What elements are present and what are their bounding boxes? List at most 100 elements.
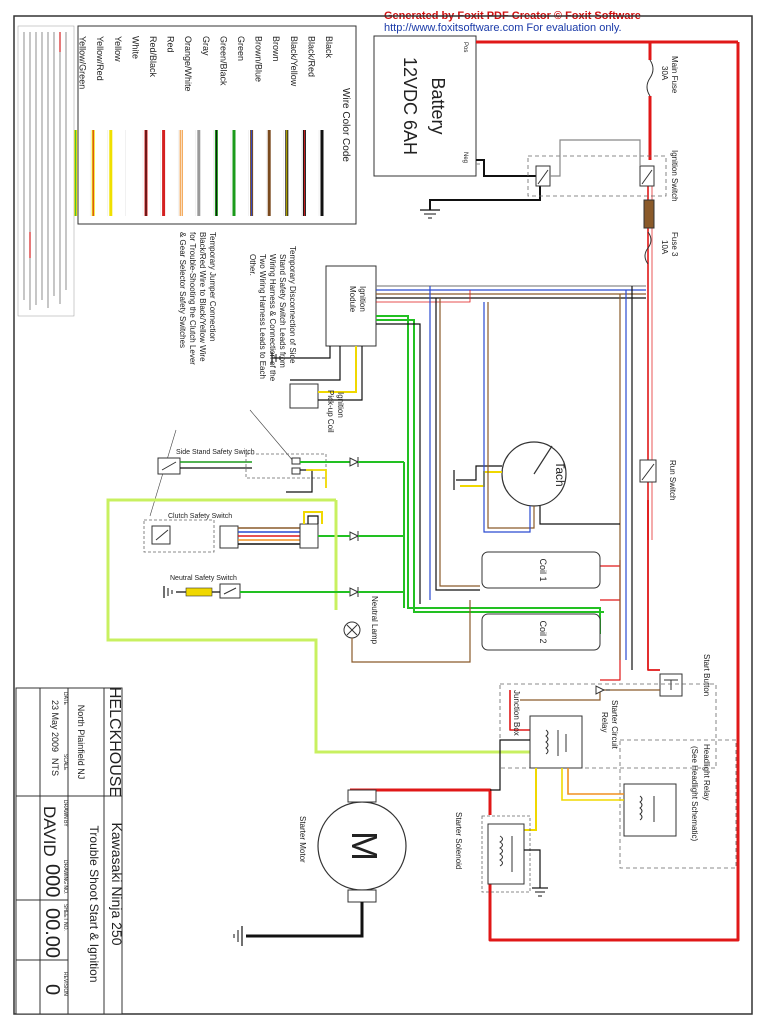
note2-line3: for Trouble-Shooting the Clutch Lever: [188, 232, 197, 365]
note2-line2: Black/Red Wire to Black/Yellow Wire: [198, 232, 207, 362]
wire-color-name: Black/Red: [306, 36, 316, 77]
main-fuse: Main Fuse 30A: [646, 56, 679, 97]
wire-color-name: Yellow/Green: [78, 36, 88, 89]
coil-1-label: Coil 1: [538, 558, 548, 581]
drawing-no-caption: DRAWING NO.: [62, 860, 68, 894]
drawn-by-value: DAVID: [40, 806, 59, 857]
junction-box-label: Junction Box: [512, 690, 521, 736]
tachometer: Tach: [453, 302, 620, 533]
wire-color-name: Brown/Blue: [254, 36, 264, 82]
note1-line1: Temporary Disconnection of Side: [288, 246, 297, 364]
fuse-3: Fuse 3 10A: [643, 199, 679, 265]
harness-bus: [376, 285, 646, 670]
wire-color-name: Brown: [271, 36, 281, 62]
yellow-green-jumper-wire: [106, 498, 542, 754]
wire-color-name: Black/Yellow: [289, 36, 299, 87]
starter-solenoid-label: Starter Solenoid: [454, 812, 463, 869]
wire-color-name: Green/Black: [218, 36, 228, 86]
starter-circuit-relay: Starter Circuit Relay: [529, 700, 619, 769]
green-signal-wires: [290, 315, 604, 634]
ignition-pickup-coil: Ignition Pick-up Coil: [271, 346, 363, 433]
note1-line2: Stand Safety Switch Leads from: [278, 254, 287, 368]
headlight-relay: Headlight Relay (See Headlight Schematic…: [619, 739, 737, 869]
clutch-safety-switch[interactable]: Clutch Safety Switch: [143, 511, 350, 553]
starter-motor-label: Starter Motor: [298, 816, 307, 863]
disclaimer-block: [17, 25, 75, 317]
starter-circuit-relay-label-2: Relay: [600, 712, 609, 732]
note1-line3: Wiring Harness & Connection of the: [268, 254, 277, 382]
title-block: HELCKHOUSE North Plainfield NJ DATE 23 M…: [15, 687, 125, 1015]
drawn-by-caption: DRAWN BY: [62, 800, 68, 827]
revision-caption: REVISION: [62, 972, 68, 996]
run-switch[interactable]: Run Switch: [639, 459, 677, 500]
wire-color-name: White: [130, 36, 140, 59]
note2-line1: Temporary Jumper Connection: [208, 232, 217, 341]
headlight-relay-label-1: Headlight Relay: [702, 744, 711, 800]
battery-spec: 12VDC 6AH: [400, 57, 420, 155]
wire-color-code-table: Black Black/Red Black/Yellow Brown Brown/Blu…: [72, 25, 357, 225]
date-caption: DATE: [62, 692, 68, 706]
scale-value: NTS: [50, 758, 60, 776]
pickup-coil-label-2: Pick-up Coil: [326, 390, 335, 433]
wire-color-name: Yellow/Red: [95, 36, 105, 81]
sheet-no-value: 00.00: [41, 908, 63, 958]
ignition-module-label-2: Module: [348, 286, 357, 313]
diode-neutral: [349, 587, 360, 597]
ignition-switch[interactable]: Ignition Switch: [527, 139, 679, 202]
fuse-3-rating: 10A: [660, 240, 669, 255]
main-fuse-label: Main Fuse: [670, 56, 679, 94]
company-name: HELCKHOUSE: [106, 687, 123, 797]
neutral-switch-label: Neutral Safety Switch: [170, 575, 237, 582]
date-value: 23 May 2009: [50, 700, 60, 752]
wire-color-name: Black: [324, 36, 334, 59]
start-button[interactable]: Start Button: [520, 654, 711, 701]
wire-color-code-title: Wire Color Code: [340, 88, 351, 162]
scale-caption: SCALE: [62, 754, 68, 771]
note1-leader: [249, 409, 295, 463]
wire-color-name: Yellow: [113, 36, 123, 62]
main-fuse-rating: 30A: [660, 66, 669, 81]
note2-line4: & Gear Selector Safety Switches: [178, 232, 187, 348]
battery-label: Battery: [428, 77, 448, 134]
drawing-border: [13, 15, 753, 1015]
neutral-lamp-label: Neutral Lamp: [370, 596, 379, 645]
note1-line5: Other.: [248, 254, 257, 276]
drawing-title-line-2: Trouble Shoot Start & Ignition: [87, 826, 101, 983]
starter-solenoid: Starter Solenoid: [454, 812, 548, 897]
note-side-stand-disconnect: Temporary Disconnection of Side Stand Sa…: [248, 246, 297, 382]
wire-color-name: Gray: [201, 36, 211, 56]
diode-clutch: [349, 531, 360, 541]
run-switch-label: Run Switch: [668, 460, 677, 500]
motor-symbol: M: [344, 831, 385, 861]
ignition-coil-1: Coil 1: [481, 551, 601, 589]
neutral-lamp: Neutral Lamp: [343, 596, 471, 663]
sheet-no-caption: SHEET NO.: [62, 904, 68, 931]
start-button-label: Start Button: [702, 654, 711, 696]
side-stand-safety-switch[interactable]: Side Stand Safety Switch: [157, 449, 404, 493]
neutral-safety-switch[interactable]: Neutral Safety Switch: [163, 575, 350, 599]
clutch-switch-label: Clutch Safety Switch: [168, 513, 232, 520]
wire-color-name: Green: [236, 36, 246, 61]
starter-circuit-relay-label-1: Starter Circuit: [610, 700, 619, 750]
watermark-line-2[interactable]: http://www.foxitsoftware.com For evaluat…: [384, 22, 622, 34]
battery-neg-terminal: Neg: [462, 152, 468, 163]
ignition-module-label-1: Ignition: [358, 286, 367, 312]
junction-box: Junction Box: [499, 683, 717, 769]
company-location: North Plainfield NJ: [76, 705, 86, 780]
battery-pos-terminal: Pos: [462, 42, 468, 52]
wire-color-name: Red: [166, 36, 176, 53]
wire-color-name: Orange/White: [183, 36, 193, 92]
ignition-module: Ignition Module: [325, 265, 377, 347]
ignition-switch-label: Ignition Switch: [670, 150, 679, 202]
fuse-3-label: Fuse 3: [670, 232, 679, 257]
revision-value: 0: [41, 984, 63, 995]
tach-label: Tach: [553, 461, 567, 486]
drawing-no-value: 000: [41, 864, 63, 897]
starter-motor: M Starter Motor: [233, 789, 407, 946]
diode-side-stand: [349, 457, 360, 467]
battery: Battery 12VDC 6AH Pos Neg: [373, 35, 477, 177]
note-jumper-connection: Temporary Jumper Connection Black/Red Wi…: [178, 232, 217, 365]
note1-line4: Two Wiring Harness Leads to Each: [258, 254, 267, 379]
drawing-title-line-1: Kawasaki Ninja 250: [109, 823, 125, 946]
